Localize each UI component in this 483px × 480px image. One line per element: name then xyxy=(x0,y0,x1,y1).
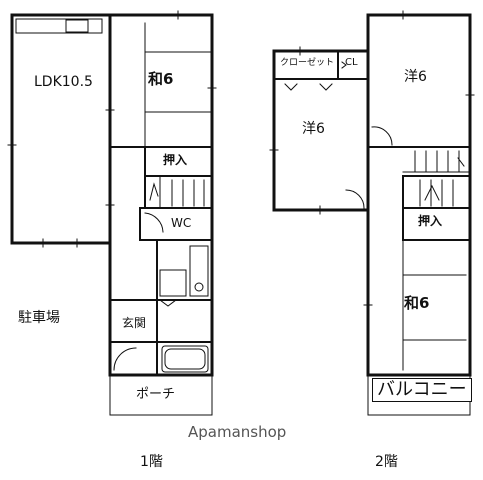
room-label-oshiire-1f: 押入 xyxy=(163,153,188,167)
floor2-inner-walls xyxy=(273,50,471,241)
room-label-porch: ポーチ xyxy=(136,387,176,402)
floor1-inner-walls xyxy=(109,146,213,376)
floor-label-1f: 1階 xyxy=(140,454,163,470)
room-label-washitsu-2f: 和6 xyxy=(404,294,430,312)
floor2-openings xyxy=(269,10,475,306)
room-label-cl: CL xyxy=(345,57,358,68)
room-label-balcony: バルコニー xyxy=(372,378,472,402)
floor2-fixtures xyxy=(284,61,471,416)
floor1-openings xyxy=(7,10,217,248)
label-parking: 駐車場 xyxy=(18,310,60,326)
room-label-genkan: 玄関 xyxy=(122,316,147,330)
floor1-fixtures xyxy=(15,18,213,416)
room-label-youshitsu-left: 洋6 xyxy=(302,121,325,137)
room-label-closet: クローゼット xyxy=(280,58,335,68)
room-label-washitsu-1f: 和6 xyxy=(148,70,174,88)
watermark-text: Apamanshop xyxy=(188,423,287,441)
room-label-ldk: LDK10.5 xyxy=(34,74,93,90)
room-label-oshiire-2f: 押入 xyxy=(418,214,443,228)
floor-label-2f: 2階 xyxy=(375,454,398,470)
room-label-wc: WC xyxy=(171,216,192,230)
floor2-walls xyxy=(272,13,472,377)
room-label-youshitsu-right: 洋6 xyxy=(404,69,427,85)
